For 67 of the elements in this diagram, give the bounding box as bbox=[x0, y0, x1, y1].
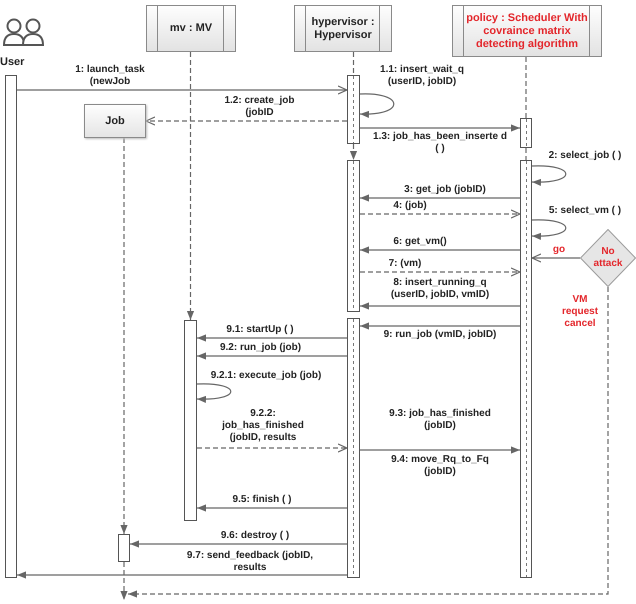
message-label: 9.4: move_Rq_to_Fq (jobID) bbox=[390, 454, 490, 478]
message-label: 1.3: job_has_been_inserte d ( ) bbox=[372, 131, 508, 155]
lifeline bbox=[186, 52, 194, 320]
activation-bar bbox=[347, 75, 360, 144]
lifeline-head: hypervisor : Hypervisor bbox=[294, 5, 392, 52]
lifeline bbox=[120, 138, 128, 534]
return-arrow bbox=[360, 267, 521, 277]
message-label: 6: get_vm() bbox=[393, 236, 447, 248]
message-label: VM request cancel bbox=[560, 294, 600, 330]
message-label: 8: insert_running_q (userID, jobID, vmID) bbox=[390, 277, 490, 301]
message-label: 9: run_job (vmID, jobID) bbox=[384, 329, 496, 341]
message-arrow bbox=[531, 253, 580, 263]
activation-bar bbox=[520, 118, 532, 148]
message-label: go bbox=[552, 244, 566, 256]
activation-bar bbox=[520, 160, 532, 578]
message-arrow bbox=[17, 571, 347, 579]
message-label: 9.2: run_job (job) bbox=[220, 342, 302, 354]
return-arrow bbox=[145, 116, 347, 126]
message-arrow bbox=[360, 124, 520, 132]
message-label: 3: get_job (jobID) bbox=[404, 184, 486, 196]
dashed-arrow bbox=[128, 287, 609, 598]
message-label: 1.1: insert_wait_q (userID, jobID) bbox=[379, 64, 465, 88]
message-arrow bbox=[17, 85, 348, 95]
activation-bar bbox=[118, 534, 130, 562]
self-message-arrow bbox=[360, 93, 394, 118]
message-arrow bbox=[197, 504, 347, 512]
message-label: 5: select_vm ( ) bbox=[548, 205, 622, 217]
lifeline-head: mv : MV bbox=[146, 5, 236, 52]
lifeline bbox=[525, 57, 527, 118]
activation-bar bbox=[184, 320, 197, 521]
message-arrow bbox=[360, 322, 520, 330]
message-arrow bbox=[197, 352, 347, 360]
message-label: 2: select_job ( ) bbox=[548, 150, 622, 162]
message-label: 9.2.2: job_has_finished (jobID, results bbox=[221, 408, 305, 444]
return-arrow bbox=[360, 209, 521, 219]
message-label: 1: launch_task (newJob bbox=[74, 64, 146, 88]
lifeline bbox=[350, 144, 358, 160]
message-label: 9.3: job_has_finished (jobID) bbox=[388, 408, 492, 432]
lifeline-head: policy : Scheduler With covraince matrix detecting algorithm bbox=[452, 5, 602, 57]
message-label: 1.2: create_job (jobID bbox=[223, 95, 296, 119]
message-label: 9.7: send_feedback (jobID, results bbox=[186, 550, 314, 574]
message-label: 9.1: startUp ( ) bbox=[226, 324, 294, 336]
message-arrow bbox=[360, 302, 520, 310]
message-label: 7: (vm) bbox=[388, 258, 422, 270]
activation-bar bbox=[347, 160, 360, 312]
decision-diamond bbox=[580, 229, 636, 287]
message-arrow bbox=[130, 540, 347, 548]
activation-bar bbox=[5, 75, 17, 578]
object-box: Job bbox=[84, 104, 146, 138]
self-message-arrow bbox=[197, 383, 232, 403]
decision-label: No attack bbox=[592, 246, 624, 270]
actor-label: User bbox=[0, 56, 24, 68]
lifeline bbox=[525, 148, 527, 160]
message-arrow bbox=[360, 194, 520, 202]
self-message-arrow bbox=[532, 165, 566, 186]
message-label: 9.5: finish ( ) bbox=[232, 494, 292, 506]
self-message-arrow bbox=[532, 219, 566, 240]
message-arrow bbox=[360, 446, 520, 454]
message-arrow bbox=[360, 246, 520, 254]
message-label: 4: (job) bbox=[393, 200, 427, 212]
return-arrow bbox=[197, 443, 348, 453]
message-label: 9.6: destroy ( ) bbox=[220, 530, 290, 542]
lifeline bbox=[120, 562, 128, 600]
message-arrow bbox=[197, 334, 347, 342]
lifeline bbox=[352, 52, 354, 75]
activation-bar bbox=[347, 318, 360, 578]
message-label: 9.2.1: execute_job (job) bbox=[210, 370, 322, 382]
